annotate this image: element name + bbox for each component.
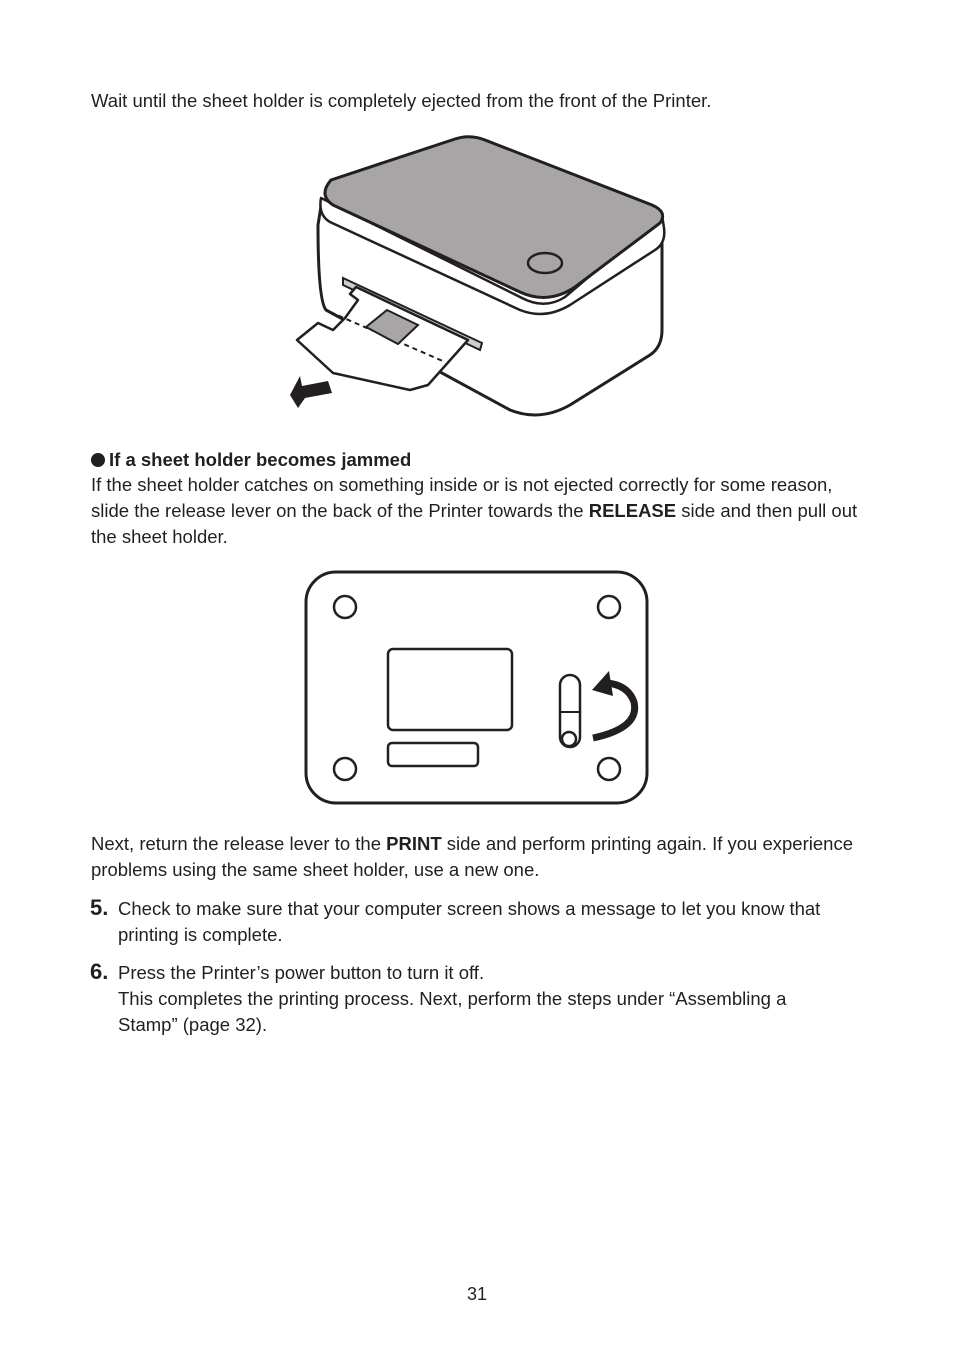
curved-arrow-icon xyxy=(592,679,639,742)
page-number: 31 xyxy=(466,1284,488,1304)
screw-hole-icon xyxy=(596,756,622,782)
jam-section-body: If the sheet holder catches on something… xyxy=(91,472,871,550)
step-number: 6. xyxy=(90,959,109,984)
printer-back-illustration xyxy=(304,570,649,805)
screw-hole-icon xyxy=(332,756,358,782)
step-text: This completes the printing process. Nex… xyxy=(118,988,787,1035)
screw-hole-icon xyxy=(596,594,622,620)
return-lever-text: Next, return the release lever to the PR… xyxy=(91,831,871,883)
jam-section-heading: If a sheet holder becomes jammed xyxy=(91,447,411,473)
jam-heading-text: If a sheet holder becomes jammed xyxy=(109,449,412,470)
return-text-before: Next, return the release lever to the xyxy=(91,833,387,854)
step-number: 5. xyxy=(90,895,109,920)
screw-hole-icon xyxy=(332,594,358,620)
step-text: Check to make sure that your computer sc… xyxy=(118,898,821,945)
eject-arrow-icon xyxy=(290,376,332,408)
return-text-after: side and perform printing again. If you … xyxy=(91,833,853,880)
printer-ejecting-sheet-illustration xyxy=(290,135,666,417)
print-label: PRINT xyxy=(386,833,442,854)
power-button-icon xyxy=(526,251,564,275)
release-label: RELEASE xyxy=(588,500,677,521)
jam-body-before: If the sheet holder catches on something… xyxy=(91,474,833,521)
step-text: Press the Printer’s power button to turn… xyxy=(118,962,485,983)
jam-body-after: side and then pull out the sheet holder. xyxy=(91,500,858,547)
intro-text: Wait until the sheet holder is completel… xyxy=(91,90,712,111)
bullet-icon xyxy=(91,453,105,467)
